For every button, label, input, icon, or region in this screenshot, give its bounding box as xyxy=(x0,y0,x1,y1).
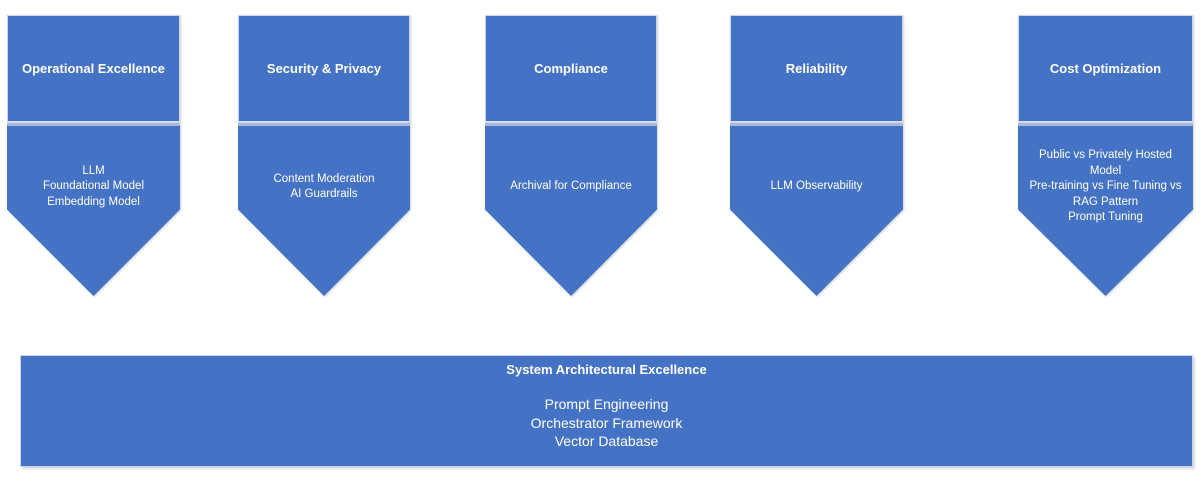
pillar-compliance: Compliance Archival for Compliance xyxy=(485,15,657,296)
pillar-title: Security & Privacy xyxy=(266,60,382,76)
pillar-reliability: Reliability LLM Observability xyxy=(730,15,903,296)
text-line: Vector Database xyxy=(554,433,659,449)
pillar-header: Security & Privacy xyxy=(238,15,410,123)
text-line: Prompt Engineering xyxy=(544,396,669,412)
foundation-bar: System Architectural Excellence Prompt E… xyxy=(20,355,1193,467)
pillar-title: Reliability xyxy=(785,60,848,76)
text-line: Orchestrator Framework xyxy=(530,414,683,431)
pillar-body: LLM Observability xyxy=(730,123,903,296)
pillar-header: Compliance xyxy=(485,15,657,123)
pillar-cost-optimization: Cost Optimization Public vs Privately Ho… xyxy=(1018,15,1193,296)
pillar-body: Content Moderation AI Guardrails xyxy=(238,123,410,296)
text-line: Pre-training vs Fine Tuning vs RAG Patte… xyxy=(1029,180,1182,208)
pillar-header: Cost Optimization xyxy=(1018,15,1193,123)
pillar-security-privacy: Security & Privacy Content Moderation AI … xyxy=(238,15,410,296)
pillar-title: Operational Excellence xyxy=(21,60,166,76)
text-line: Embedding Model xyxy=(47,195,140,208)
text-line: LLM xyxy=(82,164,105,177)
text-line: Prompt Tuning xyxy=(1068,211,1143,224)
pillar-header: Operational Excellence xyxy=(7,15,180,123)
pillar-body: Archival for Compliance xyxy=(485,123,657,296)
text-line: Foundational Model xyxy=(42,180,144,193)
pillar-title: Cost Optimization xyxy=(1049,60,1162,76)
text-line: Public vs Privately Hosted Model xyxy=(1039,149,1172,177)
pillar-header: Reliability xyxy=(730,15,903,123)
text-line: LLM Observability xyxy=(770,180,863,193)
text-line: Archival for Compliance xyxy=(510,180,632,193)
text-line: Content Moderation xyxy=(273,172,375,185)
pillar-title: Compliance xyxy=(534,60,608,76)
pillar-operational-excellence: Operational Excellence LLM Foundational M… xyxy=(7,15,180,296)
text-line: AI Guardrails xyxy=(290,188,358,200)
foundation-title: System Architectural Excellence xyxy=(506,362,707,377)
